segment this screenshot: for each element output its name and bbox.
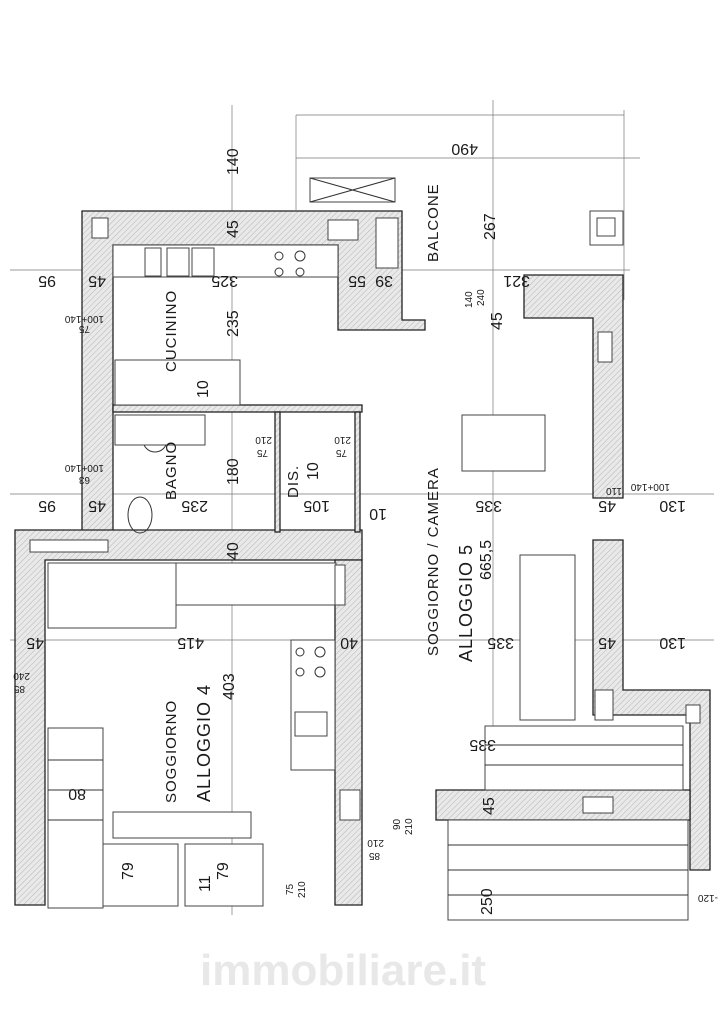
dim-label: 45 <box>481 797 498 815</box>
opening-label: 75 <box>78 323 90 334</box>
room-cucinino: CUCININO <box>163 290 180 372</box>
dim-label: 250 <box>479 888 496 915</box>
opening-label: 110 <box>606 485 622 496</box>
dim-label: 45 <box>489 312 506 330</box>
room-soggiorno: SOGGIORNO <box>163 700 180 803</box>
dim-label: 55 <box>348 272 366 289</box>
dim-label: 40 <box>225 542 242 560</box>
stairs-alloggio-5 <box>447 725 689 921</box>
dim-label: 10 <box>195 380 212 398</box>
dim-label: 140 <box>464 291 475 308</box>
stairs-alloggio-4 <box>47 727 264 909</box>
dim-label: 45 <box>225 220 242 238</box>
furniture <box>29 177 701 921</box>
opening-label: 75 <box>335 447 347 458</box>
walls <box>14 210 711 906</box>
opening-label: 63 <box>78 474 90 485</box>
opening-labels: 100+140 75 210 75 210 75 100+140 63 100+… <box>13 313 718 903</box>
dim-label: 10 <box>305 462 322 480</box>
opening-label: 210 <box>297 881 308 898</box>
opening-label: 100+140 <box>630 481 670 492</box>
dim-label: 235 <box>181 497 208 514</box>
dim-label: 95 <box>38 272 56 289</box>
dim-label: 180 <box>225 458 242 485</box>
dim-label: 45 <box>88 272 106 289</box>
dim-label: 45 <box>26 634 44 651</box>
dim-label: 40 <box>340 634 358 651</box>
dim-label: 240 <box>476 289 487 306</box>
dim-label: 140 <box>225 148 242 175</box>
dim-label: 45 <box>598 497 616 514</box>
dim-label: 10 <box>369 505 387 522</box>
opening-label: 210 <box>255 434 272 445</box>
dim-label: 335 <box>469 736 496 753</box>
room-dis: DIS. <box>285 465 302 498</box>
dim-label: 39 <box>375 272 393 289</box>
opening-label: 210 <box>404 818 415 835</box>
dim-label: 79 <box>215 862 232 880</box>
room-alloggio-5: ALLOGGIO 5 <box>456 544 476 662</box>
opening-label: -120 <box>698 892 718 903</box>
dim-label: 321 <box>503 272 530 289</box>
opening-label: 210 <box>334 434 351 445</box>
room-bagno: BAGNO <box>163 441 180 500</box>
watermark: immobiliare.it <box>200 946 486 995</box>
dim-label: 665,5 <box>478 540 495 580</box>
opening-label: 210 <box>367 837 384 848</box>
opening-label: 85 <box>368 850 380 861</box>
room-soggiorno-camera: SOGGIORNO / CAMERA <box>425 467 442 656</box>
dim-label: 415 <box>177 634 204 651</box>
opening-label: 100+140 <box>64 462 104 473</box>
dim-label: 267 <box>482 213 499 240</box>
dim-label: 490 <box>451 140 478 157</box>
dim-label: 95 <box>38 497 56 514</box>
room-balcone: BALCONE <box>425 183 442 262</box>
opening-label: 100+140 <box>64 313 104 324</box>
dim-label: 11 <box>197 875 214 892</box>
dim-label: 130 <box>659 634 686 651</box>
dim-label: 130 <box>659 497 686 514</box>
opening-label: 240 <box>13 670 30 681</box>
opening-label: 75 <box>256 447 268 458</box>
dim-label: 335 <box>487 634 514 651</box>
dim-label: 79 <box>120 862 137 880</box>
dim-label: 45 <box>598 634 616 651</box>
dim-label: 80 <box>68 785 86 802</box>
dim-label: 105 <box>303 497 330 514</box>
dim-label: 45 <box>88 497 106 514</box>
room-alloggio-4: ALLOGGIO 4 <box>194 684 214 802</box>
dim-label: 235 <box>225 310 242 337</box>
dim-label: 403 <box>221 673 238 700</box>
dim-label: 325 <box>211 272 238 289</box>
opening-label: 90 <box>392 818 403 830</box>
room-labels: BALCONE CUCININO BAGNO DIS. SOGGIORNO / … <box>163 183 476 803</box>
dimension-labels: 140 490 267 45 95 45 325 55 39 321 140 2… <box>26 140 686 915</box>
dim-label: 335 <box>475 497 502 514</box>
opening-label: 85 <box>13 683 25 694</box>
opening-label: 75 <box>285 883 296 895</box>
